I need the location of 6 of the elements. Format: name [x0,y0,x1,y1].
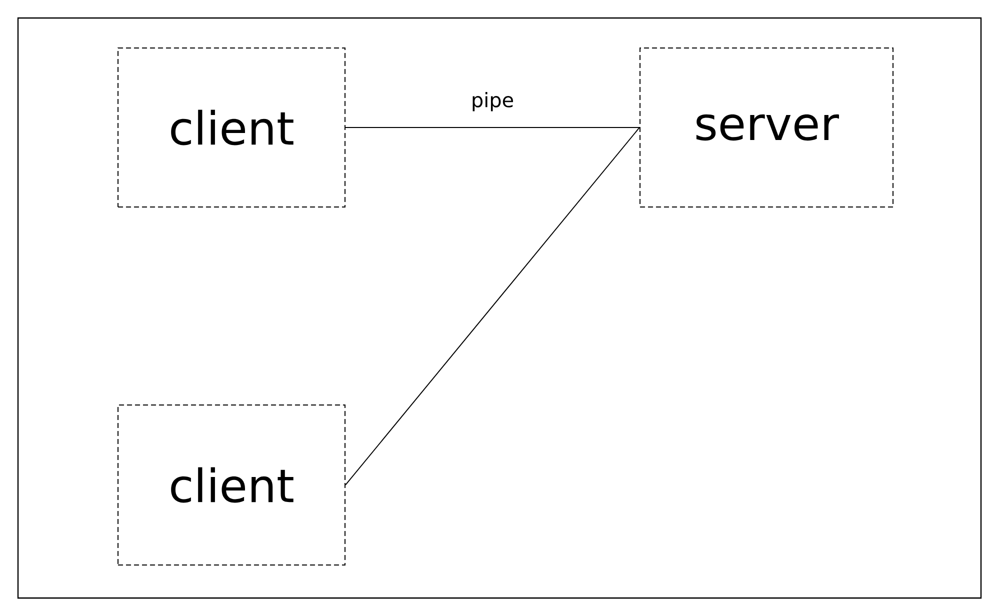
dashed-box: server [640,48,894,208]
connector-line [345,127,640,486]
dashed-box: client [118,404,346,566]
edge-label: pipe [472,92,513,112]
dashed-box: client [118,48,346,208]
connector-line [345,127,640,128]
